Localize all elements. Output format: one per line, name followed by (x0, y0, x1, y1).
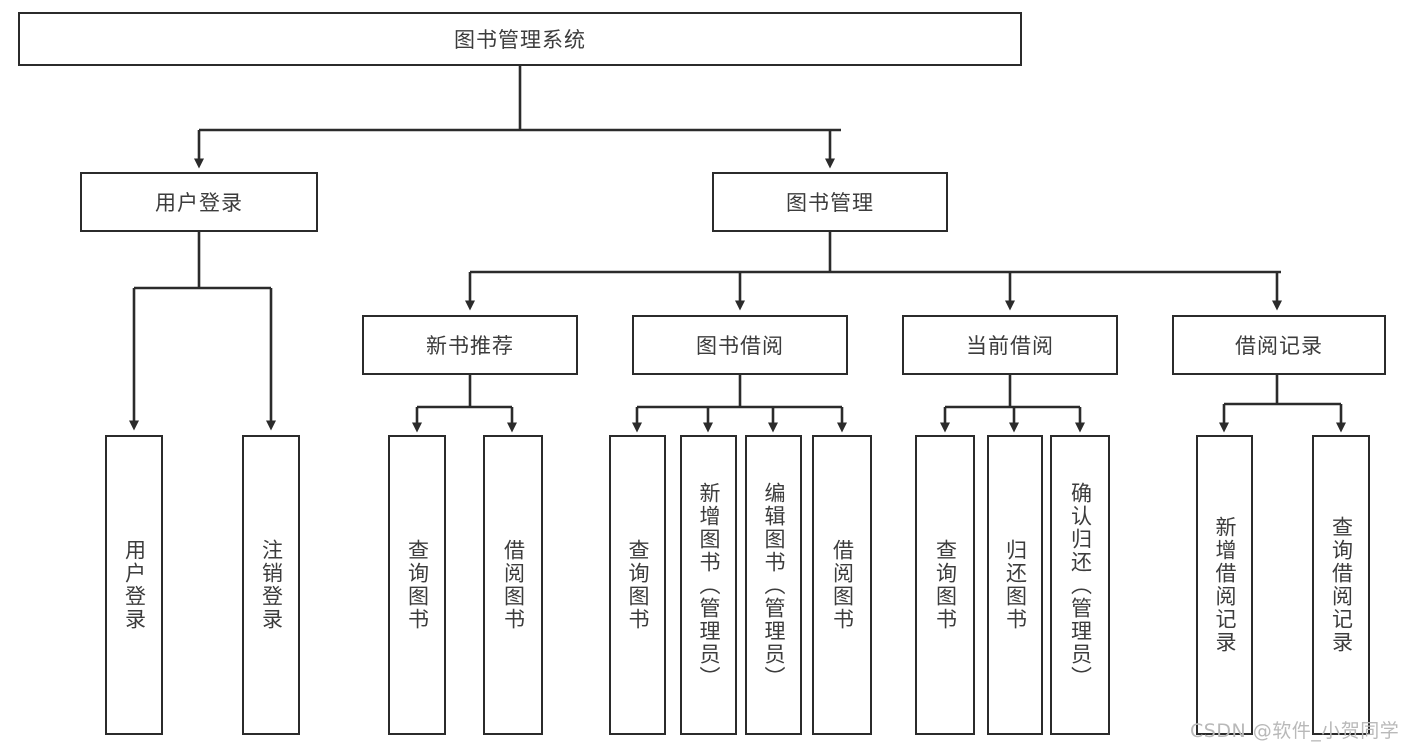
node-borrowing-record[interactable]: 借阅记录 (1172, 315, 1386, 375)
node-leaf-return-book[interactable]: 归还图书 (987, 435, 1043, 735)
node-current-borrowing[interactable]: 当前借阅 (902, 315, 1118, 375)
node-leaf-logout[interactable]: 注销登录 (242, 435, 300, 735)
node-label: 图书管理系统 (454, 28, 586, 52)
node-leaf-confirm-return[interactable]: 确认归还（管理员） (1050, 435, 1110, 735)
node-book-borrowing[interactable]: 图书借阅 (632, 315, 848, 375)
node-label: 查询图书 (933, 539, 958, 631)
node-user-login[interactable]: 用户登录 (80, 172, 318, 232)
node-label: 图书借阅 (696, 334, 784, 358)
node-label: 新增借阅记录 (1213, 516, 1237, 654)
node-label: 查询图书 (626, 539, 650, 631)
node-leaf-query-book-1[interactable]: 查询图书 (388, 435, 446, 735)
node-leaf-add-borrow-record[interactable]: 新增借阅记录 (1196, 435, 1253, 735)
node-leaf-query-book-3[interactable]: 查询图书 (915, 435, 975, 735)
node-label: 借阅图书 (501, 539, 526, 631)
node-label: 新增图书（管理员） (697, 481, 721, 689)
node-new-book-recommendation[interactable]: 新书推荐 (362, 315, 578, 375)
node-book-management[interactable]: 图书管理 (712, 172, 948, 232)
node-label: 用户登录 (122, 539, 147, 631)
node-leaf-borrow-book-1[interactable]: 借阅图书 (483, 435, 543, 735)
node-label: 确认归还（管理员） (1068, 481, 1093, 689)
node-leaf-edit-book[interactable]: 编辑图书（管理员） (745, 435, 802, 735)
node-label: 新书推荐 (426, 334, 514, 358)
csdn-watermark: CSDN @软件_小贺同学 (1190, 720, 1400, 742)
node-leaf-add-book[interactable]: 新增图书（管理员） (680, 435, 737, 735)
node-label: 查询借阅记录 (1329, 516, 1354, 654)
node-label: 图书管理 (786, 191, 874, 215)
node-leaf-query-book-2[interactable]: 查询图书 (609, 435, 666, 735)
node-label: 查询图书 (405, 539, 430, 631)
node-leaf-borrow-book-2[interactable]: 借阅图书 (812, 435, 872, 735)
node-label: 借阅记录 (1235, 334, 1323, 358)
node-label: 编辑图书（管理员） (762, 481, 786, 689)
node-label: 注销登录 (259, 539, 284, 631)
node-root-book-management-system[interactable]: 图书管理系统 (18, 12, 1022, 66)
node-label: 归还图书 (1003, 539, 1028, 631)
node-label: 当前借阅 (966, 334, 1054, 358)
node-label: 用户登录 (155, 191, 243, 215)
node-leaf-user-login[interactable]: 用户登录 (105, 435, 163, 735)
node-label: 借阅图书 (830, 539, 855, 631)
node-leaf-query-borrow-record[interactable]: 查询借阅记录 (1312, 435, 1370, 735)
